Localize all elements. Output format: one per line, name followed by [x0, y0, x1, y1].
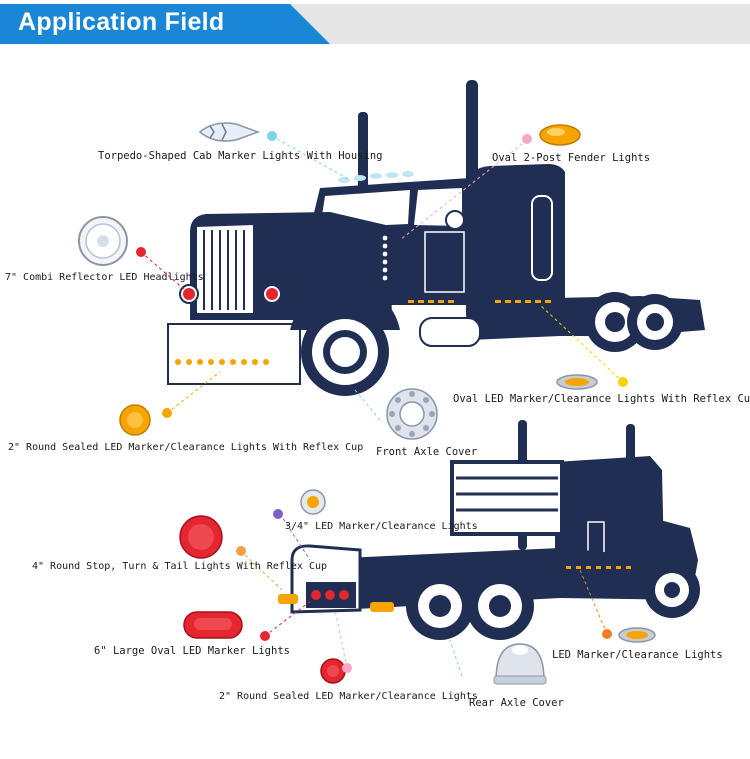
round-2in-red-icon	[320, 658, 346, 684]
torpedo-marker-icon	[198, 122, 261, 142]
label-large-oval: 6" Large Oval LED Marker Lights	[94, 645, 290, 657]
label-led-marker: LED Marker/Clearance Lights	[552, 649, 723, 661]
front-truck	[167, 80, 705, 396]
label-oval-fender: Oval 2-Post Fender Lights	[492, 152, 651, 164]
rear-truck	[278, 420, 700, 640]
callout-dots	[136, 131, 628, 673]
label-combi-headlights: 7" Combi Reflector LED Headlights	[5, 272, 204, 283]
label-round2-sealed: 2" Round Sealed LED Marker/Clearance Lig…	[219, 691, 478, 702]
rear-axle-cover-icon	[493, 643, 547, 685]
header-tab	[0, 4, 330, 44]
label-torpedo: Torpedo-Shaped Cab Marker Lights With Ho…	[98, 150, 383, 162]
label-oval-marker-reflex: Oval LED Marker/Clearance Lights With Re…	[453, 393, 750, 405]
callout-lines	[140, 138, 624, 677]
led-marker-icon	[618, 627, 656, 643]
round-4in-red-icon	[179, 515, 223, 559]
oval-marker-reflex-icon	[556, 374, 598, 390]
page-title: Application Field	[18, 8, 225, 36]
label-three-quarter: 3/4" LED Marker/Clearance Lights	[285, 521, 478, 532]
label-rear-axle: Rear Axle Cover	[469, 697, 564, 709]
front-axle-cover-icon	[386, 388, 438, 440]
label-round2-reflex: 2" Round Sealed LED Marker/Clearance Lig…	[8, 442, 364, 453]
label-front-axle: Front Axle Cover	[376, 446, 478, 458]
oval-fender-light-icon	[539, 124, 581, 146]
round-2in-amber-icon	[119, 404, 151, 436]
section-header: Application Field	[0, 0, 750, 44]
three-quarter-marker-icon	[300, 489, 326, 515]
headlight-icon	[78, 216, 128, 266]
label-round4-stop: 4" Round Stop, Turn & Tail Lights With R…	[32, 561, 328, 572]
large-oval-red-icon	[183, 611, 243, 639]
